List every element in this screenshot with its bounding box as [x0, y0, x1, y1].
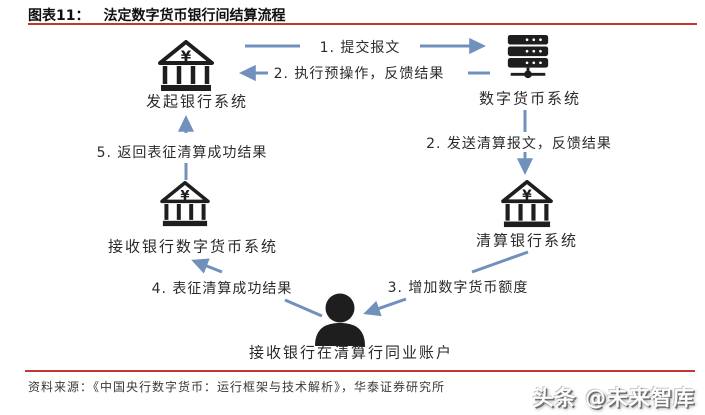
- source-text: 资料来源：《中国央行数字货币：运行框架与技术解析》，华泰证券研究所: [28, 380, 446, 394]
- step-label-2b: 2. 发送清算报文，反馈结果: [426, 136, 612, 152]
- svg-text:¥: ¥: [522, 188, 532, 204]
- arrow-step3-head: [363, 297, 407, 317]
- watermark-text: 头条 @未来智库: [532, 386, 695, 410]
- node-label-clearing-bank: 清算银行系统: [475, 231, 579, 250]
- footer-rule: [25, 370, 695, 372]
- figure-label: 图表11：: [28, 8, 90, 24]
- node-label-initiating-bank: 发起银行系统: [145, 92, 249, 111]
- bank-icon: ¥: [160, 181, 210, 227]
- person-icon: [312, 292, 368, 346]
- node-label-interbank-account: 接收银行在清算行同业账户: [248, 343, 454, 362]
- server-icon: [500, 34, 556, 82]
- step-label-1: 1. 提交报文: [319, 40, 401, 56]
- arrow-step3-tail: [471, 250, 529, 274]
- step-label-2a: 2. 执行预操作，反馈结果: [273, 66, 445, 82]
- node-label-receiving-bank: 接收银行数字货币系统: [107, 237, 279, 256]
- arrow-step4-head: [191, 258, 223, 274]
- step-label-4: 4. 表征清算成功结果: [151, 281, 293, 297]
- svg-text:¥: ¥: [180, 189, 190, 204]
- bank-icon: ¥: [158, 40, 214, 92]
- header-rule: [28, 23, 697, 25]
- step-label-3: 3. 增加数字货币额度: [387, 280, 529, 296]
- bank-icon: ¥: [501, 180, 553, 228]
- svg-text:¥: ¥: [181, 48, 192, 66]
- figure-header: 图表11： 法定数字货币银行间结算流程: [28, 5, 285, 25]
- step-label-5: 5. 返回表征清算成功结果: [96, 145, 268, 161]
- node-label-digital-currency-system: 数字货币系统: [478, 89, 582, 108]
- figure-title: 法定数字货币银行间结算流程: [103, 8, 286, 24]
